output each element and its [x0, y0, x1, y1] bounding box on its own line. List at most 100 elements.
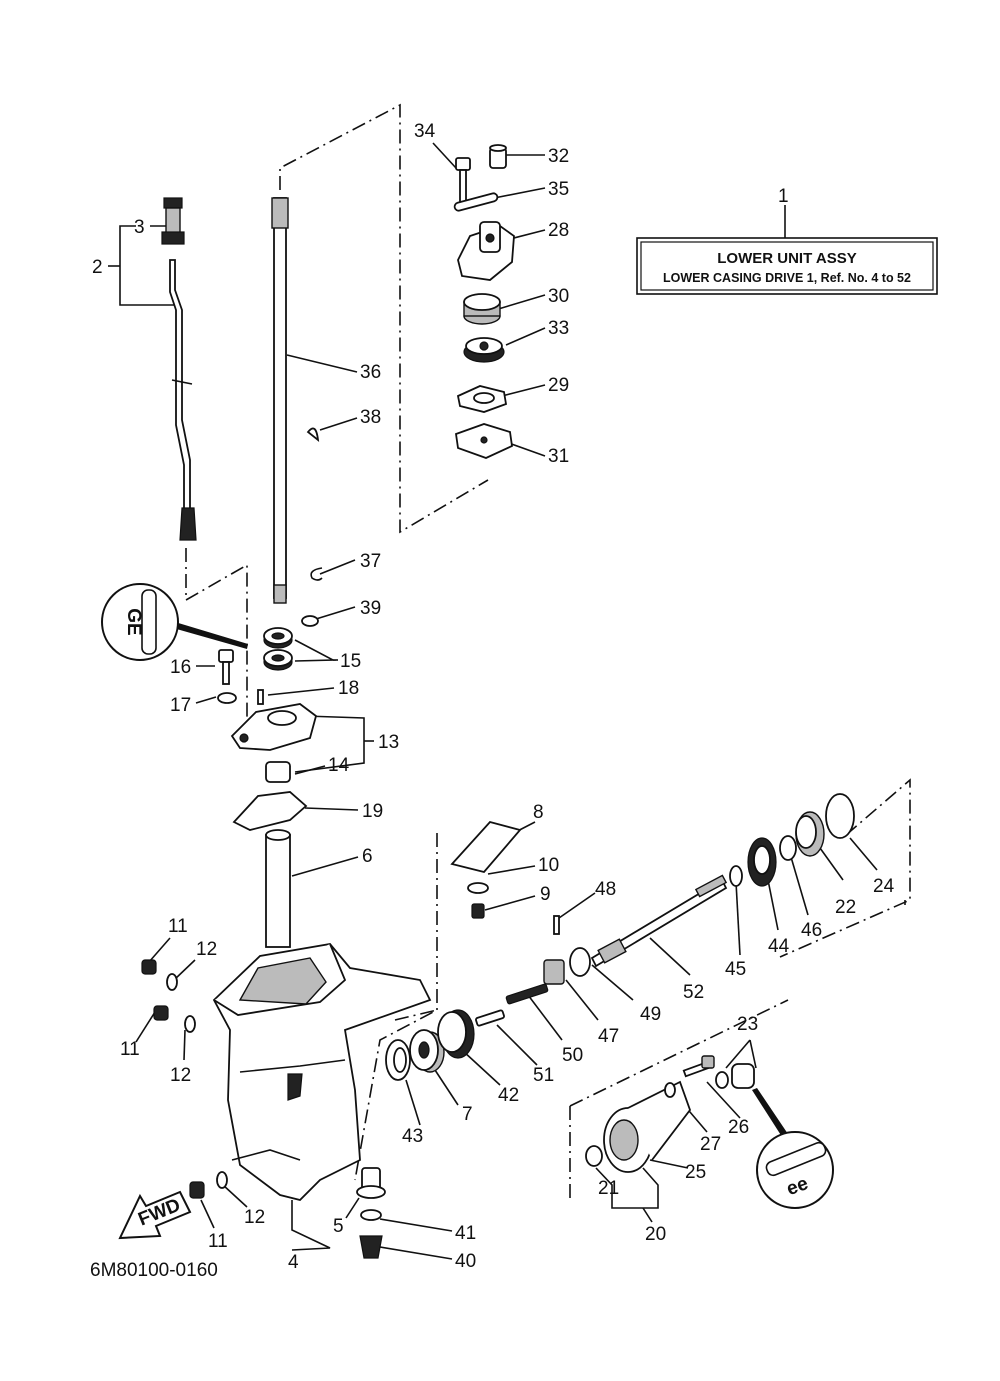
ref-label-7: 7: [462, 1104, 473, 1125]
ref-label-10: 10: [538, 855, 559, 876]
part-29-gasket: [456, 385, 508, 413]
ref-label-26: 26: [728, 1117, 749, 1138]
part-17-washer: [217, 692, 237, 704]
lubricant-code-ge: GE: [123, 608, 144, 635]
ref-label-34: 34: [414, 121, 436, 142]
ref-label-12b: 12: [170, 1065, 191, 1086]
part-31-outer-plate: [455, 423, 513, 459]
ref-label-43: 43: [402, 1126, 423, 1147]
part-30-insert-cartridge: [463, 293, 501, 325]
part-4-lower-casing: [212, 943, 432, 1201]
ref-label-41: 41: [455, 1223, 476, 1244]
ref-label-39: 39: [360, 598, 381, 619]
ref-label-30: 30: [548, 286, 569, 307]
part-39-clip: [301, 615, 319, 627]
part-32-grommet: [489, 144, 507, 169]
part-3-shift-rod-joint: [161, 197, 185, 245]
part-9-bolt: [471, 903, 485, 919]
part-5-bushing: [356, 1167, 386, 1199]
alignment-lines: [185, 103, 911, 1200]
ref-label-19: 19: [362, 801, 383, 822]
ref-label-17: 17: [170, 695, 191, 716]
part-47-dog-clutch: [543, 959, 565, 985]
assy-box-subtitle: LOWER CASING DRIVE 1, Ref. No. 4 to 52: [663, 271, 911, 285]
ref-label-38: 38: [360, 407, 381, 428]
assy-box-title: LOWER UNIT ASSY: [717, 250, 856, 267]
lubricant-callout-ge: GE: [101, 583, 179, 661]
part-49-pinion: [569, 947, 591, 977]
part-35-plate: [453, 192, 499, 212]
part-42-gear: [437, 1009, 475, 1059]
ref-label-36: 36: [360, 362, 381, 383]
part-44-gear: [747, 837, 777, 887]
ref-label-23: 23: [737, 1014, 758, 1035]
ref-label-6: 6: [362, 846, 373, 867]
ref-label-4: 4: [288, 1252, 299, 1273]
ref-label-49: 49: [640, 1004, 661, 1025]
ref-label-1: 1: [778, 186, 789, 207]
ref-label-35: 35: [548, 179, 569, 200]
ref-label-28: 28: [548, 220, 569, 241]
diagram-code: 6M80100-0160: [90, 1260, 218, 1281]
ref-label-51: 51: [533, 1065, 554, 1086]
part-34-bolt: [455, 157, 471, 205]
part-40-bushing: [359, 1235, 383, 1259]
ref-label-15: 15: [340, 651, 361, 672]
ref-label-9: 9: [540, 884, 551, 905]
part-36-drive-shaft: [271, 197, 289, 604]
part-46-shim: [779, 835, 797, 861]
ref-label-25: 25: [685, 1162, 706, 1183]
ref-label-42: 42: [498, 1085, 519, 1106]
part-21-bushing: [585, 1145, 603, 1167]
ref-label-2: 2: [92, 257, 103, 278]
ref-label-18: 18: [338, 678, 359, 699]
part-12-washer-bottom: [216, 1171, 228, 1189]
part-16-bolt: [218, 649, 234, 685]
part-7-bearing: [409, 1029, 445, 1073]
part-33-impeller: [463, 337, 505, 363]
ref-label-48: 48: [595, 879, 616, 900]
ref-label-11a: 11: [168, 916, 188, 937]
lubricant-callout-ee: ee: [756, 1131, 834, 1209]
part-18-pin: [257, 689, 264, 705]
ref-label-22: 22: [835, 897, 856, 918]
part-10-washer: [467, 882, 489, 894]
part-8-anode: [450, 820, 522, 874]
ref-label-12c: 12: [244, 1207, 265, 1228]
ref-label-31: 31: [548, 446, 569, 467]
ref-label-13: 13: [378, 732, 399, 753]
part-15-bearings: [263, 627, 293, 671]
part-12-washer-top: [166, 973, 178, 991]
part-27-washer: [664, 1082, 676, 1098]
ref-label-20: 20: [645, 1224, 666, 1245]
ref-label-5: 5: [333, 1216, 344, 1237]
ref-label-3: 3: [134, 217, 145, 238]
part-38-key: [306, 427, 320, 443]
lower-unit-assy-box: LOWER UNIT ASSY LOWER CASING DRIVE 1, Re…: [636, 237, 938, 295]
part-19-gasket: [232, 791, 308, 831]
ref-label-14: 14: [328, 755, 350, 776]
ref-label-12a: 12: [196, 939, 217, 960]
parts: [141, 144, 855, 1259]
part-13-housing: [230, 703, 318, 751]
part-45-washer: [729, 865, 743, 887]
part-11-screw-bottom: [189, 1181, 205, 1199]
ref-label-46: 46: [801, 920, 822, 941]
part-22-bearing: [795, 811, 825, 857]
ref-label-24: 24: [873, 876, 895, 897]
ref-label-8: 8: [533, 802, 544, 823]
part-23-collar: [715, 1063, 755, 1089]
part-6-water-tube: [265, 829, 291, 948]
part-2-shift-rod: [169, 259, 197, 541]
part-12-washer-mid: [184, 1015, 196, 1033]
fwd-arrow-icon: FWD: [118, 1190, 192, 1240]
ref-label-16: 16: [170, 657, 191, 678]
reference-labels: 1 2 3 4 5 6 7 8 9 10 11 11 11 12 12 12 1…: [92, 121, 895, 1273]
ref-label-27: 27: [700, 1134, 721, 1155]
ref-label-40: 40: [455, 1251, 476, 1272]
ref-label-11c: 11: [208, 1231, 228, 1252]
ref-label-33: 33: [548, 318, 569, 339]
ref-label-37: 37: [360, 551, 381, 572]
ref-label-29: 29: [548, 375, 569, 396]
